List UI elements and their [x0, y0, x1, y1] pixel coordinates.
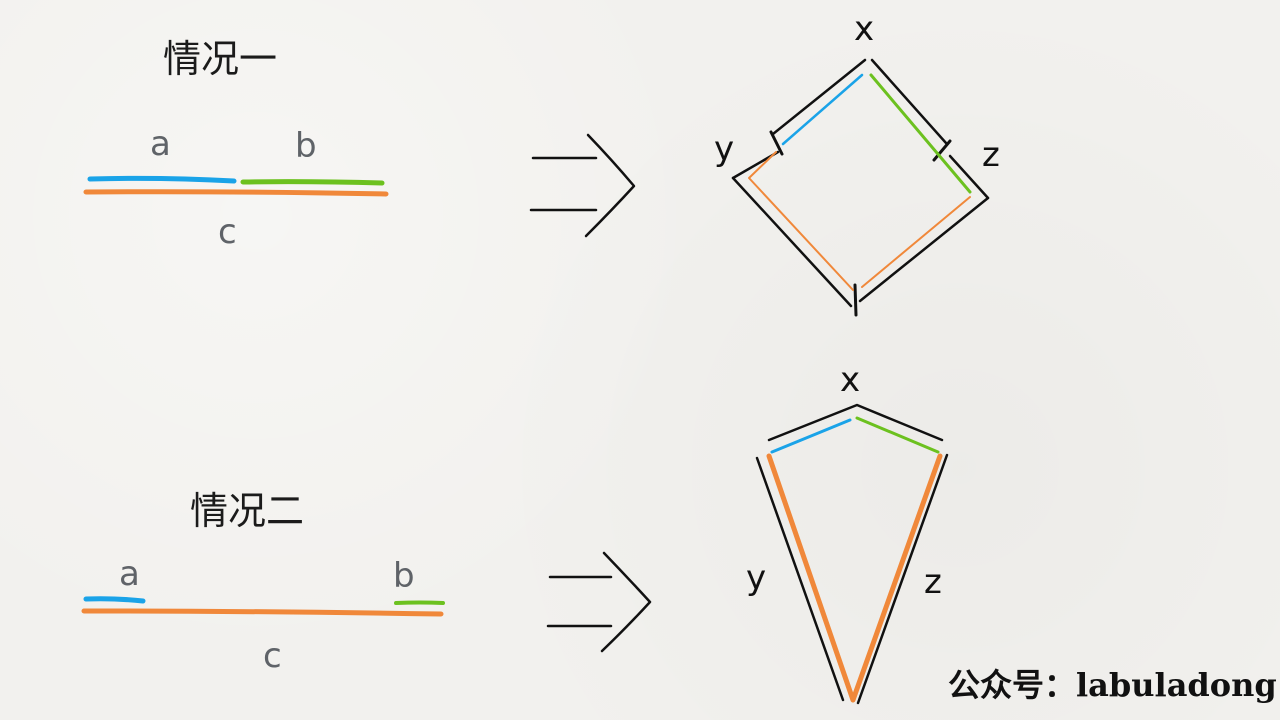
case1-diamond [731, 58, 990, 317]
case1-vertex-x: x [854, 9, 874, 49]
case2-vertex-y: y [746, 558, 766, 598]
case1-vertex-z: z [982, 135, 1000, 175]
case2-segment-b [394, 600, 445, 605]
case1-diamond-orange-right [861, 196, 971, 288]
case2-vertex-x: x [840, 360, 860, 400]
case1-segment-c [83, 189, 389, 197]
watermark-text: 公众号：labuladong [948, 666, 1277, 704]
case2-kite-green [855, 416, 940, 454]
case1-label-b: b [295, 126, 317, 166]
case2-vertex-z: z [924, 562, 942, 602]
case2-kite [755, 403, 949, 705]
case1-diamond-orange-left [748, 151, 854, 291]
case1-tick-y [769, 130, 784, 156]
case1-group: 情况一 a b c [83, 9, 1000, 317]
case1-diamond-green [869, 73, 972, 194]
case2-segment-a [83, 596, 146, 604]
case1-tick-z [932, 139, 952, 162]
case1-label-a: a [150, 124, 171, 164]
case1-segment-a [87, 175, 237, 184]
case1-tick-bottom [853, 283, 858, 317]
case2-label-c: c [263, 636, 282, 676]
case2-group: 情况二 a b c x y z [81, 360, 949, 705]
case2-title: 情况二 [190, 489, 304, 533]
case2-label-a: a [119, 554, 140, 594]
case1-title: 情况一 [163, 37, 277, 81]
case1-segment-b [240, 179, 385, 186]
case2-arrow-icon [546, 551, 652, 653]
case2-kite-orange [766, 453, 943, 703]
case2-kite-blue [770, 418, 852, 454]
case1-arrow-icon [529, 133, 636, 238]
case1-vertex-y: y [714, 129, 734, 169]
case2-label-b: b [393, 556, 415, 596]
case1-label-c: c [218, 212, 237, 252]
case1-diamond-blue [781, 73, 864, 146]
case2-segment-c [81, 608, 444, 617]
